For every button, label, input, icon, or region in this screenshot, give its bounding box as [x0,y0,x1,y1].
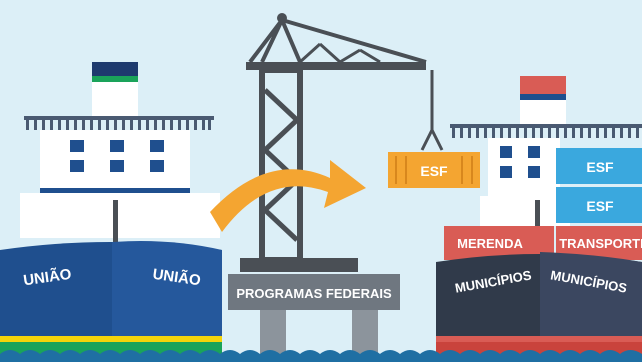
right-bridge [488,138,560,198]
right-ship: ESF ESF MERENDA TRANSPORTE MUNICÍPIOS MU… [436,76,642,354]
crane: PROGRAMAS FEDERAIS ESF [228,13,480,362]
left-yellow-stripe [0,336,222,342]
water [0,350,642,362]
container-esf-top [556,148,642,184]
container-merenda-label: MERENDA [457,236,523,251]
container-esf-middle [556,187,642,223]
left-ship: UNIÃO UNIÃO [0,62,222,354]
left-bridge-windows [70,140,164,172]
hanging-container-esf [388,152,480,188]
crane-base [240,258,358,272]
crane-jib [246,62,426,70]
crane-hook [420,129,444,151]
right-ship-railing [452,128,639,138]
left-ship-railing [26,120,211,130]
programs-platform [228,274,400,310]
left-funnel-body [92,82,138,116]
right-bridge-windows [500,146,540,178]
right-funnel [520,76,566,96]
container-esf-top-label: ESF [586,159,614,175]
right-mast [535,200,540,230]
transfer-arrow [210,160,366,232]
programs-platform-label: PROGRAMAS FEDERAIS [236,286,392,301]
container-transporte-label: TRANSPORTE [559,236,642,251]
hanging-container-label: ESF [420,163,448,179]
left-mast [113,200,118,242]
left-deck [20,193,220,238]
container-esf-middle-label: ESF [586,198,614,214]
right-red-stripe [436,336,642,342]
